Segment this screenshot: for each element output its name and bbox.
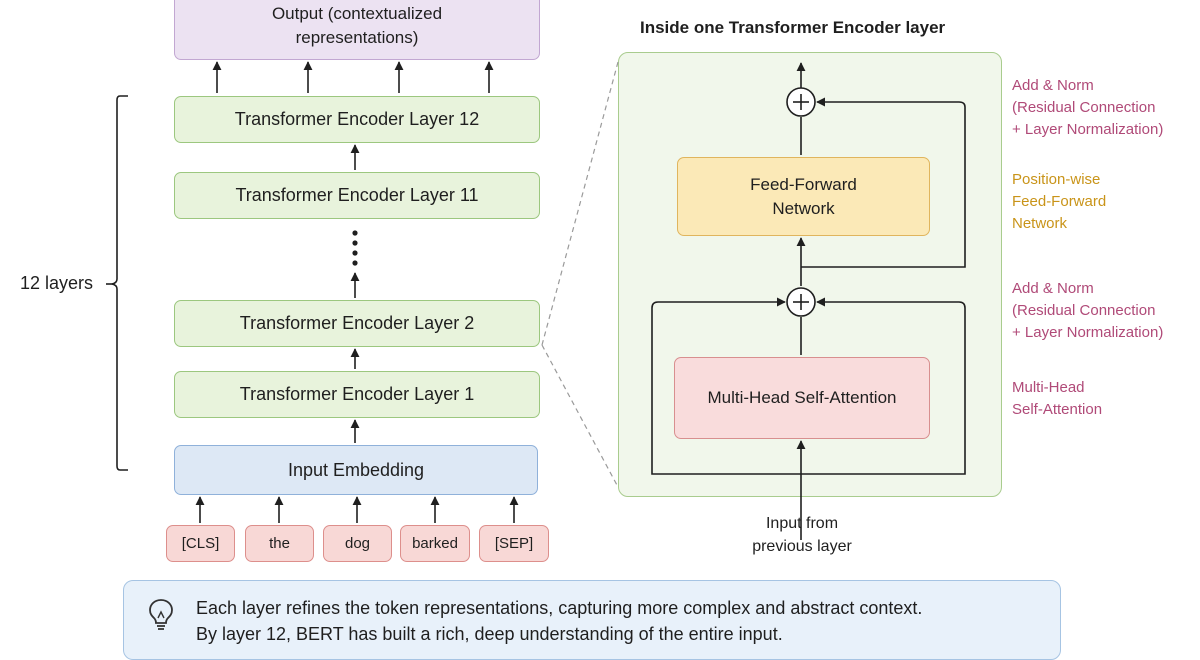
layers-brace xyxy=(111,95,128,471)
input-embedding-label: Input Embedding xyxy=(287,459,425,480)
token-sep: [SEP] xyxy=(479,525,549,562)
input-from-previous-line2: previous layer xyxy=(752,538,852,555)
encoder-layer-11: Transformer Encoder Layer 11 xyxy=(174,172,540,219)
note-line: Self-Attention xyxy=(1012,401,1103,418)
encoder-layer-12-label: Transformer Encoder Layer 12 xyxy=(234,109,480,129)
feed-forward-box: Feed-Forward Network xyxy=(677,157,930,236)
position-wise-note: Position-wise Feed-Forward Network xyxy=(1012,169,1106,235)
encoder-layer-2: Transformer Encoder Layer 2 xyxy=(174,300,540,347)
input-embedding-box: Input Embedding xyxy=(174,445,538,495)
note-line: (Residual Connection xyxy=(1012,99,1156,116)
plus-circle-icon xyxy=(786,87,816,117)
add-norm-top-note: Add & Norm (Residual Connection + Layer … xyxy=(1012,75,1163,141)
multi-head-note: Multi-Head Self-Attention xyxy=(1012,377,1102,421)
token-label: the xyxy=(269,535,290,552)
token-label: dog xyxy=(344,535,371,552)
encoder-layer-2-label: Transformer Encoder Layer 2 xyxy=(239,313,475,333)
encoder-layer-11-label: Transformer Encoder Layer 11 xyxy=(235,185,479,205)
encoder-layer-12: Transformer Encoder Layer 12 xyxy=(174,96,540,143)
output-box: Output (contextualized representations) xyxy=(174,0,540,60)
zoom-lines xyxy=(541,61,619,488)
note-line: (Residual Connection xyxy=(1012,302,1156,319)
encoder-layer-1: Transformer Encoder Layer 1 xyxy=(174,371,540,418)
token-barked: barked xyxy=(400,525,470,562)
token-label: [SEP] xyxy=(494,535,534,552)
note-line: Position-wise xyxy=(1012,171,1101,188)
diagram-connectors xyxy=(106,61,966,540)
encoder-layer-1-label: Transformer Encoder Layer 1 xyxy=(239,384,475,404)
note-line: + Layer Normalization) xyxy=(1012,121,1164,138)
token-label: barked xyxy=(412,535,458,552)
token-label: [CLS] xyxy=(181,535,220,552)
output-arrows xyxy=(212,61,494,93)
token-arrows xyxy=(195,496,519,523)
note-line: Network xyxy=(1012,215,1068,232)
feed-forward-label-line2: Network xyxy=(772,198,835,218)
panel-flow xyxy=(651,62,966,540)
input-from-previous-line1: Input from xyxy=(765,515,839,532)
token-cls: [CLS] xyxy=(166,525,235,562)
input-from-previous-label: Input from previous layer xyxy=(702,512,902,558)
add-norm-bottom-note: Add & Norm (Residual Connection + Layer … xyxy=(1012,278,1163,344)
feed-forward-label-line1: Feed-Forward xyxy=(750,174,857,194)
plus-circle-icon xyxy=(786,287,816,317)
multi-head-attention-box: Multi-Head Self-Attention xyxy=(674,357,930,439)
token-the: the xyxy=(245,525,314,562)
note-line: Multi-Head xyxy=(1012,379,1085,396)
note-line: Add & Norm xyxy=(1012,77,1094,94)
callout-line1: Each layer refines the token representat… xyxy=(196,598,923,618)
output-label-line2: representations) xyxy=(295,28,419,47)
note-line: Feed-Forward xyxy=(1012,193,1107,210)
output-label-line1: Output (contextualized xyxy=(271,4,443,23)
note-line: + Layer Normalization) xyxy=(1012,324,1164,341)
layers-count-label: 12 layers xyxy=(20,273,94,293)
multi-head-attention-label: Multi-Head Self-Attention xyxy=(707,388,897,407)
ellipsis-dots xyxy=(352,230,358,266)
note-line: Add & Norm xyxy=(1012,280,1094,297)
token-dog: dog xyxy=(323,525,392,562)
detail-panel-title: Inside one Transformer Encoder layer xyxy=(640,18,946,37)
